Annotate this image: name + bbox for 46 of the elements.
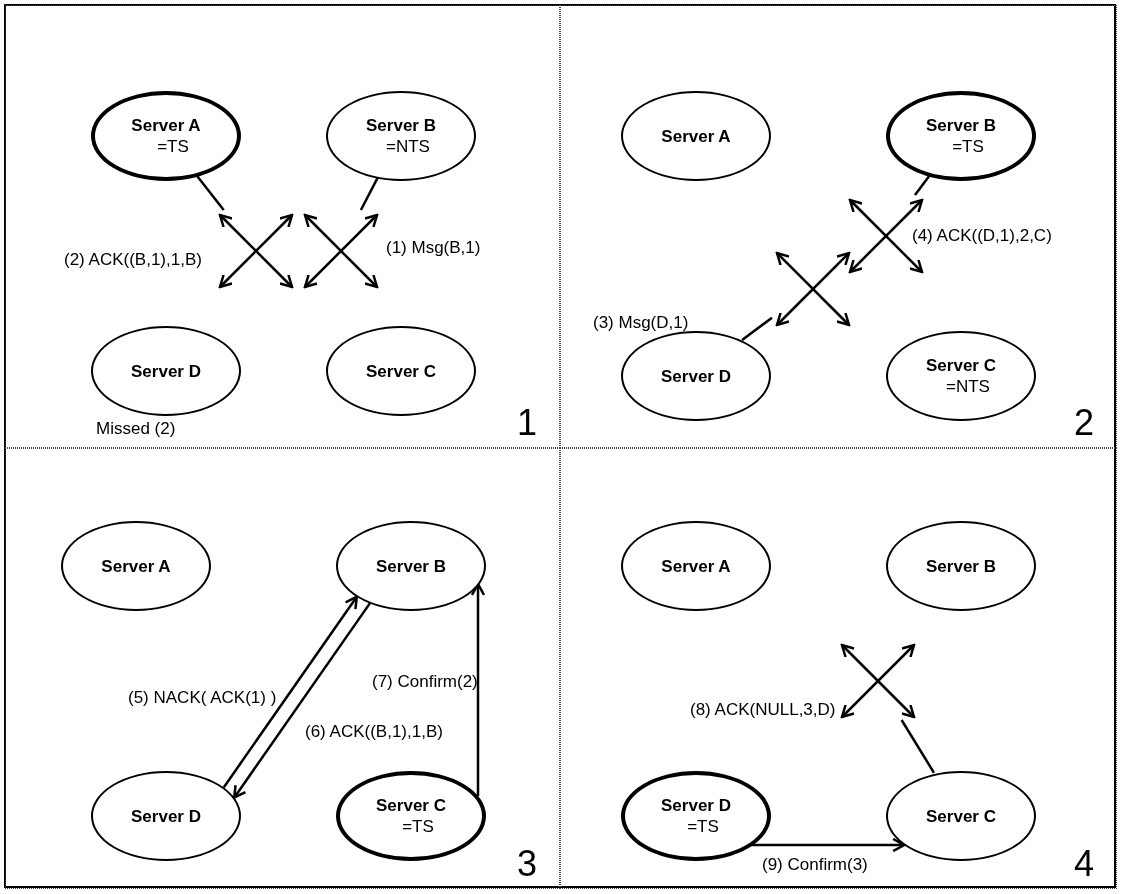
panel (5, 448, 560, 889)
state-label: =TS (687, 816, 719, 837)
state-label: =NTS (386, 136, 430, 157)
server-name: Server A (101, 555, 171, 577)
broadcast-arrows-icon (301, 211, 381, 291)
panel (5, 5, 560, 448)
edge-label: (9) Confirm(3) (762, 855, 868, 875)
edge-label: (5) NACK( ACK(1) ) (128, 688, 277, 708)
server-name: Server B (376, 555, 446, 577)
server-name: Server C (926, 355, 996, 376)
panel-number: 1 (516, 403, 537, 443)
panel (560, 448, 1117, 889)
note-label: Missed (2) (96, 419, 176, 439)
server-name: Server D (131, 360, 201, 382)
server-name: Server B (366, 115, 436, 136)
state-label: =TS (952, 136, 984, 157)
edge-label: (1) Msg(B,1) (386, 238, 481, 258)
state-label: =TS (157, 136, 189, 157)
panel-number: 3 (516, 844, 537, 884)
edge-label: (7) Confirm(2) (372, 672, 478, 692)
edge-label: (6) ACK((B,1),1,B) (305, 722, 443, 742)
server-name: Server D (131, 805, 201, 827)
arrow (222, 595, 359, 788)
server-name: Server A (661, 125, 731, 147)
panel-number: 2 (1073, 403, 1094, 443)
arrow (232, 602, 372, 799)
edge-label: (2) ACK((B,1),1,B) (64, 250, 202, 270)
server-name: Server D (661, 365, 731, 387)
state-label: =NTS (946, 376, 990, 397)
server-name: Server C (366, 360, 436, 382)
broadcast-arrows-icon (773, 249, 853, 329)
edge-label: (8) ACK(NULL,3,D) (690, 700, 836, 720)
panel-number: 4 (1073, 844, 1094, 884)
server-name: Server B (926, 555, 996, 577)
server-name: Server B (926, 115, 996, 136)
panel (560, 5, 1117, 448)
edge-label: (3) Msg(D,1) (593, 313, 689, 333)
broadcast-arrows-icon (216, 211, 296, 291)
server-name: Server C (926, 805, 996, 827)
edge-label: (4) ACK((D,1),2,C) (912, 226, 1052, 246)
server-name: Server C (376, 795, 446, 816)
server-name: Server A (661, 555, 731, 577)
state-label: =TS (402, 816, 434, 837)
server-name: Server A (131, 115, 201, 136)
server-name: Server D (661, 795, 731, 816)
broadcast-arrows-icon (838, 641, 918, 721)
